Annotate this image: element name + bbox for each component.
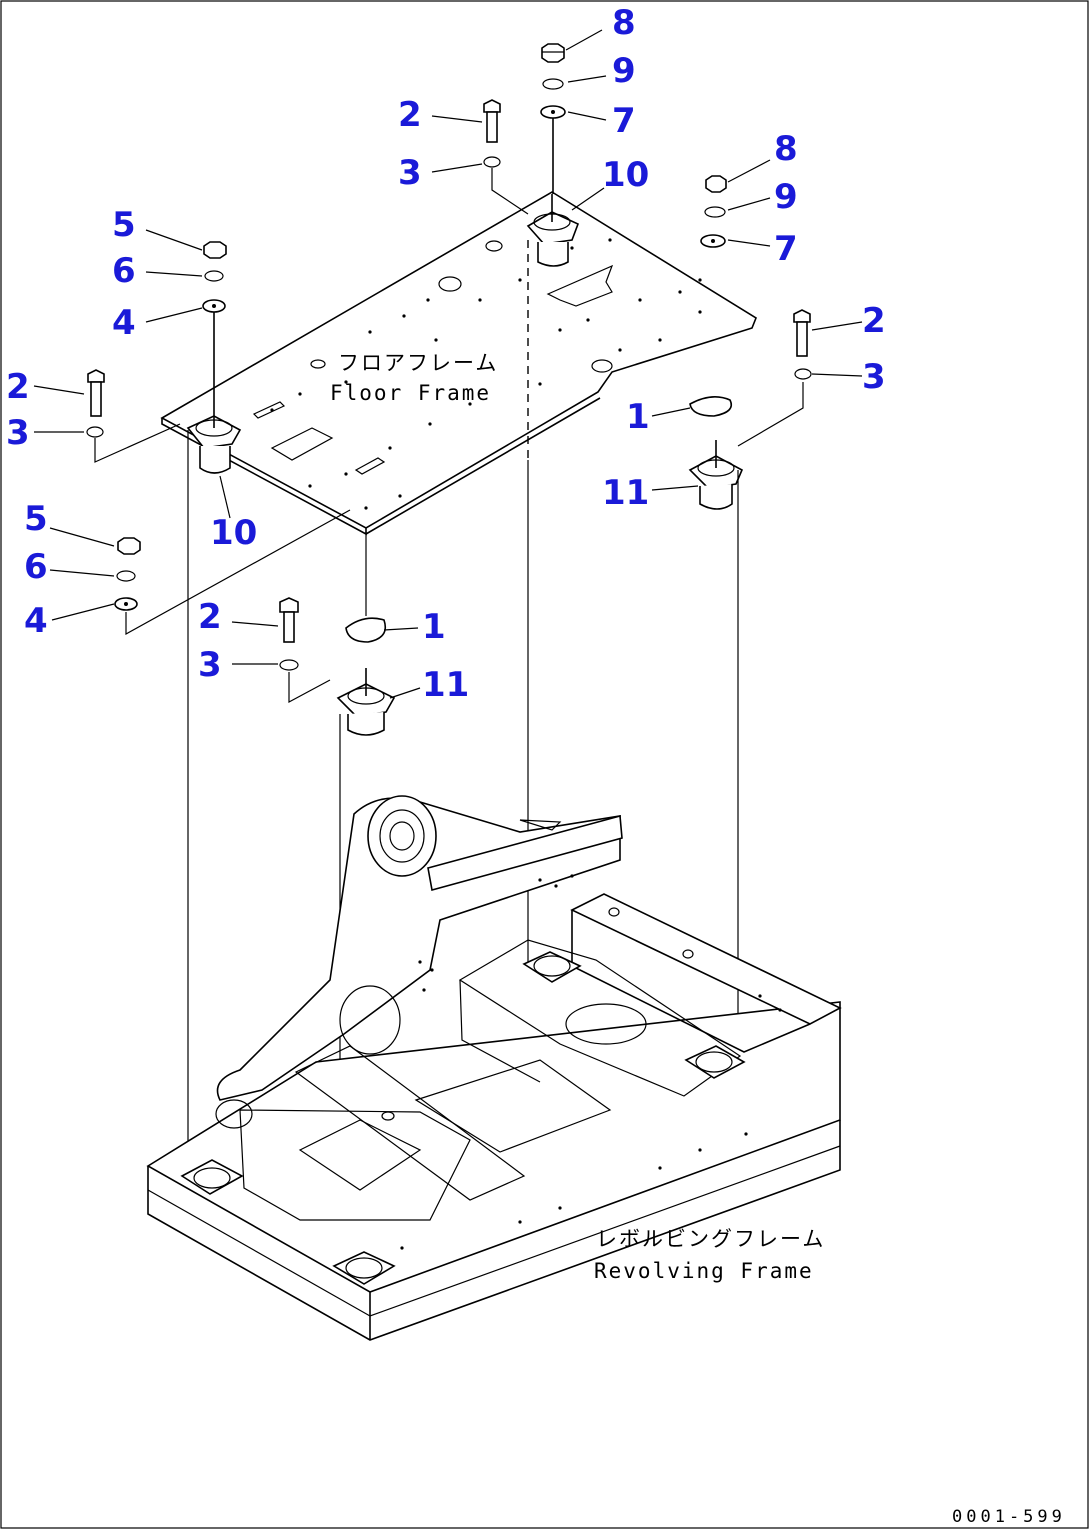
- callout-4-left-bottom: 4: [24, 601, 48, 641]
- revolving-frame-label-jp: レボルビングフレーム: [596, 1227, 825, 1251]
- frame-seat-left: [180, 1159, 244, 1195]
- nut-5-left-bottom: [117, 537, 141, 555]
- mount-10-top: [526, 194, 580, 267]
- callout-5-left-bottom: 5: [24, 499, 48, 539]
- callout-5-left-top: 5: [112, 205, 136, 245]
- nut-8-top: [541, 43, 565, 63]
- washer-3-right: [794, 368, 812, 380]
- callout-2-right: 2: [862, 301, 886, 341]
- leader-lines: [33, 29, 863, 699]
- callout-3-top: 3: [398, 153, 422, 193]
- floor-frame-label-jp: フロアフレーム: [338, 351, 498, 375]
- frame-seat-right: [684, 1045, 746, 1079]
- callout-1-right: 1: [626, 397, 650, 437]
- washer-3-top: [483, 156, 501, 168]
- callout-8-right: 8: [774, 129, 798, 169]
- callout-4-left-top: 4: [112, 303, 136, 343]
- callout-2-middle: 2: [198, 597, 222, 637]
- mount-10-left: [186, 406, 242, 474]
- callout-numbers: 8 9 7 2 3 10 8 9 7 5 6 4 2 3 2 3 1 11 10…: [6, 3, 886, 705]
- callout-6-left-bottom: 6: [24, 547, 48, 587]
- callout-7-top: 7: [612, 101, 636, 141]
- callout-1-middle: 1: [422, 607, 446, 647]
- bolt-2-top: [483, 99, 501, 143]
- floor-frame-label-en: Floor Frame: [330, 381, 491, 405]
- bolt-2-middle: [279, 597, 299, 643]
- cushion-1-middle: [345, 617, 387, 643]
- revolving-frame-label-en: Revolving Frame: [594, 1259, 814, 1283]
- callout-11-middle: 11: [422, 665, 469, 705]
- cushion-1-right: [689, 396, 733, 417]
- revolving-frame: レボルビングフレーム Revolving Frame: [146, 795, 842, 1341]
- callout-6-left-top: 6: [112, 251, 136, 291]
- washer-3-middle: [279, 659, 299, 671]
- callout-10-top: 10: [602, 155, 649, 195]
- callout-8-top: 8: [612, 3, 636, 43]
- frame-seat-bottom: [332, 1251, 396, 1285]
- washer-6-left-top: [204, 270, 224, 282]
- nut-5-left-top: [203, 241, 227, 259]
- washer-3-left: [86, 426, 104, 438]
- callout-10-left: 10: [210, 513, 257, 553]
- callout-3-left: 3: [6, 413, 30, 453]
- bolt-2-left: [87, 369, 105, 417]
- figure-code: 0001-599: [952, 1507, 1066, 1527]
- callout-9-right: 9: [774, 177, 798, 217]
- mount-11-right: [688, 440, 744, 510]
- washer-9-top: [542, 78, 564, 90]
- floor-frame: フロアフレーム Floor Frame: [160, 191, 757, 536]
- callout-3-right: 3: [862, 357, 886, 397]
- callout-11-right: 11: [602, 473, 649, 513]
- callout-2-top: 2: [398, 95, 422, 135]
- nut-8-right: [705, 175, 727, 193]
- callout-3-middle: 3: [198, 645, 222, 685]
- mount-11-middle: [336, 668, 396, 736]
- bolt-2-right: [793, 309, 811, 357]
- frame-seat-top: [522, 951, 582, 983]
- callout-2-left: 2: [6, 367, 30, 407]
- washer-6-left-bottom: [116, 570, 136, 582]
- callout-9-top: 9: [612, 51, 636, 91]
- callout-7-right: 7: [774, 229, 798, 269]
- washer-9-right: [704, 206, 726, 218]
